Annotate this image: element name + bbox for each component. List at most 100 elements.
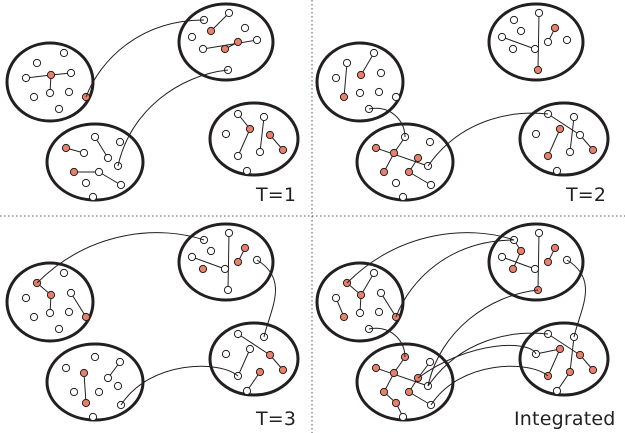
node xyxy=(54,104,64,114)
highlighted-node xyxy=(46,70,56,80)
inter-cluster-link xyxy=(427,112,549,167)
node xyxy=(61,363,71,373)
node xyxy=(398,412,408,422)
node xyxy=(187,252,197,262)
node xyxy=(64,307,74,317)
highlighted-node xyxy=(233,257,243,267)
highlighted-node xyxy=(543,151,553,161)
cluster-ellipse xyxy=(487,2,585,82)
node xyxy=(221,349,231,359)
intra-cluster-edge xyxy=(70,292,87,318)
intra-cluster-edge xyxy=(237,128,251,157)
cluster-ellipse xyxy=(177,2,275,82)
node xyxy=(242,386,252,396)
node xyxy=(233,329,243,339)
highlighted-node xyxy=(356,70,366,80)
intra-cluster-edge xyxy=(191,256,226,270)
inter-cluster-link xyxy=(117,69,229,167)
highlighted-node xyxy=(233,37,243,47)
intra-cluster-edge xyxy=(375,367,429,387)
node xyxy=(223,285,233,295)
intra-cluster-edge xyxy=(83,372,87,404)
node xyxy=(113,381,123,391)
intra-cluster-edge xyxy=(237,333,271,356)
node xyxy=(391,92,401,102)
node xyxy=(198,44,208,54)
node xyxy=(94,167,104,177)
node xyxy=(497,32,507,42)
cluster-ellipse xyxy=(487,222,585,302)
inter-cluster-link xyxy=(256,259,276,338)
intra-cluster-edge xyxy=(569,336,575,373)
inter-cluster-link xyxy=(346,232,515,284)
highlighted-node xyxy=(79,368,89,378)
intra-cluster-edge xyxy=(547,113,581,136)
highlighted-node xyxy=(508,264,518,274)
inter-cluster-link xyxy=(566,259,586,338)
intra-cluster-edge xyxy=(227,232,230,291)
node xyxy=(364,324,374,334)
node xyxy=(565,147,575,157)
node xyxy=(530,44,540,54)
cluster-ellipse xyxy=(518,101,610,177)
node xyxy=(355,308,365,318)
node xyxy=(45,308,55,318)
panel-label-t3: T=3 xyxy=(256,408,297,430)
highlighted-node xyxy=(543,257,553,267)
node xyxy=(240,23,250,33)
node xyxy=(374,307,384,317)
node xyxy=(355,88,365,98)
highlighted-node xyxy=(46,290,56,300)
node xyxy=(425,137,435,147)
node xyxy=(374,87,384,97)
node xyxy=(426,180,436,190)
node xyxy=(79,148,89,158)
node xyxy=(569,112,579,122)
intra-cluster-edge xyxy=(259,116,265,153)
highlighted-node xyxy=(265,130,275,140)
node xyxy=(497,252,507,262)
cluster-ellipse xyxy=(5,41,95,123)
node xyxy=(508,44,518,54)
cluster-ellipse xyxy=(208,101,300,177)
intra-cluster-edge xyxy=(237,348,251,377)
node xyxy=(369,48,379,58)
node xyxy=(88,412,98,422)
node xyxy=(509,15,519,25)
node xyxy=(88,192,98,202)
intra-cluster-edge xyxy=(408,171,432,186)
intra-cluster-edge xyxy=(547,348,561,377)
node xyxy=(69,387,79,397)
node xyxy=(552,386,562,396)
highlighted-node xyxy=(240,243,250,253)
highlighted-node xyxy=(391,398,401,408)
intra-cluster-edge xyxy=(501,36,536,50)
intra-cluster-edge xyxy=(202,39,258,50)
node xyxy=(398,192,408,202)
inter-cluster-link xyxy=(120,365,239,406)
node xyxy=(376,288,386,298)
node xyxy=(66,288,76,298)
highlighted-node xyxy=(588,145,598,155)
node xyxy=(331,293,341,303)
node xyxy=(45,88,55,98)
intra-cluster-edge xyxy=(94,136,109,159)
intra-cluster-edge xyxy=(547,128,561,157)
inter-cluster-link xyxy=(430,365,549,406)
node xyxy=(391,178,401,188)
highlighted-node xyxy=(206,26,216,36)
node xyxy=(376,68,386,78)
node xyxy=(32,58,42,68)
node xyxy=(242,166,252,176)
intra-cluster-edge xyxy=(25,74,52,79)
cluster-ellipse xyxy=(5,261,95,343)
node xyxy=(575,130,585,140)
highlighted-node xyxy=(550,243,560,253)
inter-cluster-link xyxy=(368,107,406,138)
highlighted-node xyxy=(588,365,598,375)
cluster-ellipse xyxy=(177,222,275,302)
node xyxy=(29,312,39,322)
inter-cluster-link xyxy=(36,232,205,284)
highlighted-node xyxy=(413,153,423,163)
